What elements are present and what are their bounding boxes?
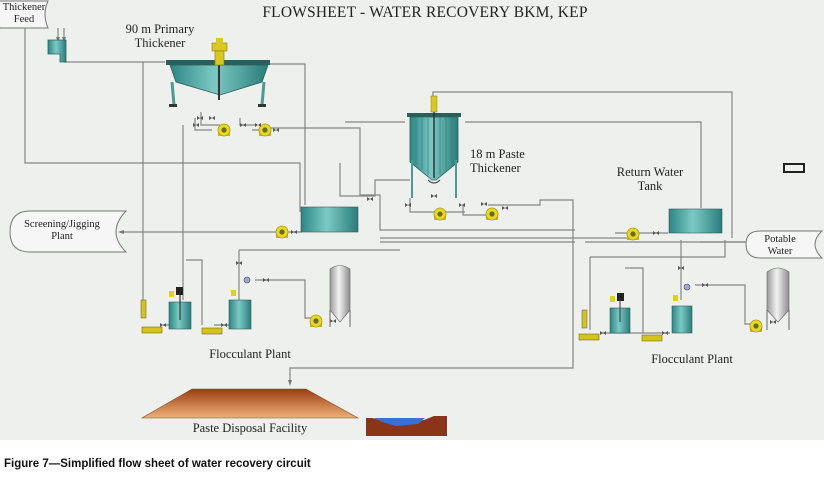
pipe-feed-bypass <box>24 28 301 212</box>
diagram-title: FLOWSHEET - WATER RECOVERY BKM, KEP <box>262 4 588 21</box>
valve-icon <box>770 320 776 324</box>
valve-icon <box>367 197 373 201</box>
paste-disposal-facility[interactable] <box>140 388 360 419</box>
label-paste-thickener: 18 m Paste Thickener <box>470 147 525 176</box>
pump-icon <box>275 225 289 239</box>
pipe-paste-top <box>432 91 733 238</box>
valve-icon <box>263 278 269 282</box>
feeder-icon <box>578 333 600 341</box>
valve-icon <box>459 203 465 207</box>
valve-icon <box>193 123 199 127</box>
arrow-feed-2 <box>62 37 66 42</box>
screening-plant-terminal[interactable] <box>9 210 128 253</box>
paste-underflow-pumps <box>367 194 508 221</box>
pipe-right-floc-silo <box>695 284 752 325</box>
storage-tank-middle[interactable] <box>300 206 359 233</box>
valve-icon <box>160 323 166 327</box>
valve-icon <box>197 116 203 120</box>
feeder-icon <box>201 327 223 335</box>
valve-icon <box>291 230 297 234</box>
label-potable-water: Potable Water <box>764 234 796 258</box>
feed-box <box>47 39 67 63</box>
thickener-feed-terminal[interactable] <box>0 0 49 29</box>
arrow-heads <box>56 37 292 386</box>
label-thickener-feed: Thickener Feed <box>2 2 46 26</box>
primary-thickener[interactable] <box>166 38 270 107</box>
valve-icon <box>240 123 246 127</box>
return-water-pond[interactable] <box>366 416 447 436</box>
valve-icon <box>502 206 508 210</box>
pipe-paste-underflow <box>289 198 574 382</box>
pipe-right-floc-link <box>625 267 644 333</box>
pipe-right-floc-top <box>590 240 726 258</box>
arrow-feed-1 <box>56 37 60 42</box>
label-flocculant-plant-left: Flocculant Plant <box>209 347 291 361</box>
valve-icon <box>653 231 659 235</box>
label-return-water-tank: Return Water Tank <box>616 165 684 194</box>
pump-icon <box>433 207 447 221</box>
valve-icon <box>662 331 668 335</box>
valve-icon <box>481 202 487 206</box>
pipe-left-floc-link <box>186 259 203 325</box>
pump-icon <box>485 207 499 221</box>
potable-water-terminal[interactable] <box>745 230 824 259</box>
pump-icon <box>626 227 640 241</box>
pipe-mid-horizontal <box>339 163 410 197</box>
valve-icon <box>431 194 437 198</box>
primary-underflow-pumps <box>193 116 279 137</box>
label-paste-disposal: Paste Disposal Facility <box>192 421 308 435</box>
flowsheet-diagram: FLOWSHEET - WATER RECOVERY BKM, KEP Thic… <box>0 0 824 440</box>
pump-icon <box>217 123 231 137</box>
pipe-left-floc-silo <box>255 279 318 319</box>
label-flocculant-plant-right: Flocculant Plant <box>651 352 733 366</box>
pipes <box>24 28 752 382</box>
feeder-icon <box>141 326 163 334</box>
flocculant-plant-right[interactable] <box>578 266 790 342</box>
feeder-icon <box>641 334 663 342</box>
pump-icon <box>309 314 323 328</box>
arrow-to-screening <box>118 230 124 234</box>
pipe-paste-overflow <box>465 121 702 208</box>
flocculant-plant-left[interactable] <box>140 261 351 335</box>
valve-icon <box>209 116 215 120</box>
valve-icon <box>221 323 227 327</box>
paste-thickener[interactable] <box>407 95 461 198</box>
valve-icon <box>330 319 336 323</box>
flowsheet-canvas <box>0 0 824 436</box>
valve-icon <box>405 203 411 207</box>
label-screening-plant: Screening/Jigging Plant <box>24 219 100 243</box>
instrument-symbol <box>783 163 805 173</box>
valve-icon <box>255 123 261 127</box>
valve-icon <box>702 283 708 287</box>
label-primary-thickener: 90 m Primary Thickener <box>125 22 195 51</box>
figure-caption: Figure 7—Simplified flow sheet of water … <box>4 458 311 470</box>
pump-icon <box>749 319 763 333</box>
return-water-tank[interactable] <box>668 208 723 234</box>
valve-icon <box>600 331 606 335</box>
arrow-to-disposal <box>288 380 292 386</box>
